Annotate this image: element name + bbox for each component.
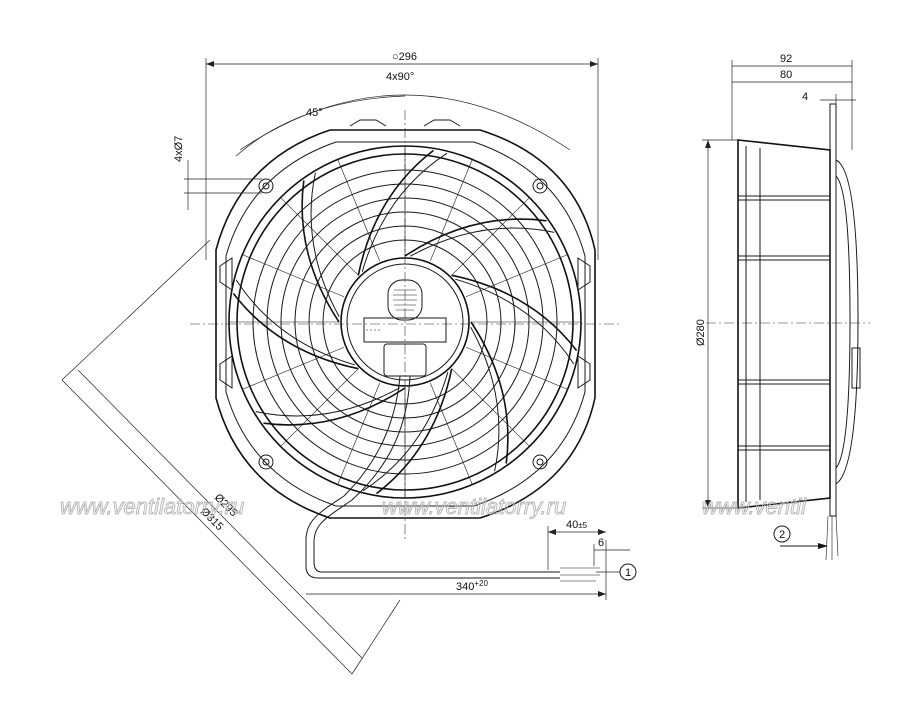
wire-lead bbox=[305, 375, 560, 579]
motor-hub bbox=[340, 257, 470, 387]
flange-label: 4 bbox=[802, 91, 808, 103]
depth-total-label: 92 bbox=[780, 53, 792, 65]
side-connector bbox=[851, 347, 861, 389]
guard-spoke bbox=[465, 346, 568, 390]
guard-spoke bbox=[429, 382, 473, 485]
watermark: www.ventilatorry.ru www.ventilatorry.ru … bbox=[60, 494, 808, 520]
motor-hub-inner bbox=[346, 263, 464, 381]
overall-width-label: ○296 bbox=[392, 51, 417, 63]
guard-rib-edge bbox=[410, 227, 555, 257]
strip-length-tolerance: ±5 bbox=[578, 521, 587, 530]
guard-spoke bbox=[242, 254, 345, 298]
mounting-hole-top-right bbox=[532, 178, 548, 194]
mounting-holes bbox=[258, 178, 548, 470]
guard-spoke bbox=[337, 382, 381, 485]
guard-spoke bbox=[429, 159, 473, 262]
guard-rib-edge bbox=[470, 327, 500, 472]
watermark-right: www.ventil bbox=[702, 494, 807, 519]
callout-2-label: 2 bbox=[779, 529, 785, 541]
lead-length-tolerance: +20 bbox=[474, 579, 488, 588]
hub-label-plate bbox=[363, 317, 447, 343]
mounting-hole-top-left bbox=[258, 178, 274, 194]
hub-connector-grille bbox=[393, 289, 417, 311]
strip-length-label: 40±5 bbox=[566, 519, 588, 531]
watermark-left: www.ventilatorry.ru bbox=[60, 494, 244, 519]
guard-rib bbox=[357, 149, 434, 276]
housing-outline bbox=[215, 129, 596, 519]
cable-gland bbox=[383, 343, 427, 377]
callout-1-label: 1 bbox=[625, 567, 631, 579]
guard-rib bbox=[451, 274, 578, 351]
guard-rib bbox=[470, 321, 509, 464]
angle-label: 45° bbox=[306, 107, 323, 119]
guard-spokes bbox=[229, 146, 581, 498]
guard-spoke bbox=[465, 254, 568, 298]
guard-rib-edge bbox=[361, 152, 448, 272]
guard-rib bbox=[376, 368, 453, 495]
side-motor-bulge bbox=[835, 159, 859, 485]
guard-rib-edge bbox=[455, 278, 575, 365]
hole-pattern-label: 4x90° bbox=[386, 71, 414, 83]
guard-spoke bbox=[337, 159, 381, 262]
strip-end-label: 6 bbox=[598, 537, 604, 549]
side-flange bbox=[829, 103, 837, 517]
guard-spoke bbox=[451, 368, 530, 447]
watermark-middle: www.ventilatorry.ru bbox=[382, 494, 566, 519]
callout-1-circle bbox=[619, 563, 637, 581]
guard-curved-ribs bbox=[232, 149, 578, 495]
guard-rib-edge bbox=[362, 372, 449, 492]
callout-2-circle bbox=[773, 525, 791, 543]
guard-spoke bbox=[280, 368, 359, 447]
guard-rib-edge bbox=[310, 172, 340, 317]
side-ribs bbox=[738, 195, 830, 451]
strip-length-base: 40 bbox=[566, 519, 578, 531]
mounting-hole-bottom-right bbox=[532, 454, 548, 470]
guard-spoke bbox=[280, 197, 359, 276]
side-view: 92 80 4 Ø280 2 bbox=[695, 53, 870, 561]
guard-rib-edge bbox=[235, 279, 355, 366]
front-view bbox=[190, 110, 620, 582]
lead-length-label: 340+20 bbox=[456, 579, 488, 593]
height-label: Ø280 bbox=[695, 319, 707, 346]
guard-rib bbox=[404, 218, 547, 257]
depth-body-label: 80 bbox=[780, 69, 792, 81]
guard-rib bbox=[263, 387, 406, 426]
guard-rib bbox=[232, 293, 359, 370]
front-dimensions: ○296 4x90° 45° 4xØ7 Ø295 Ø315 340+20 40±… bbox=[61, 51, 637, 675]
side-body-outline bbox=[737, 139, 831, 509]
lead-length-base: 340 bbox=[456, 581, 474, 593]
mounting-hole-bottom-left bbox=[258, 454, 274, 470]
guard-spoke bbox=[451, 197, 530, 276]
holes-label: 4xØ7 bbox=[173, 136, 185, 162]
guard-rib-edge bbox=[255, 387, 400, 417]
housing-inner-outline bbox=[225, 141, 586, 507]
housing-lugs bbox=[219, 119, 591, 389]
guard-rib bbox=[301, 180, 340, 323]
hub-connector-housing bbox=[387, 279, 423, 321]
guard-spoke bbox=[242, 346, 345, 390]
